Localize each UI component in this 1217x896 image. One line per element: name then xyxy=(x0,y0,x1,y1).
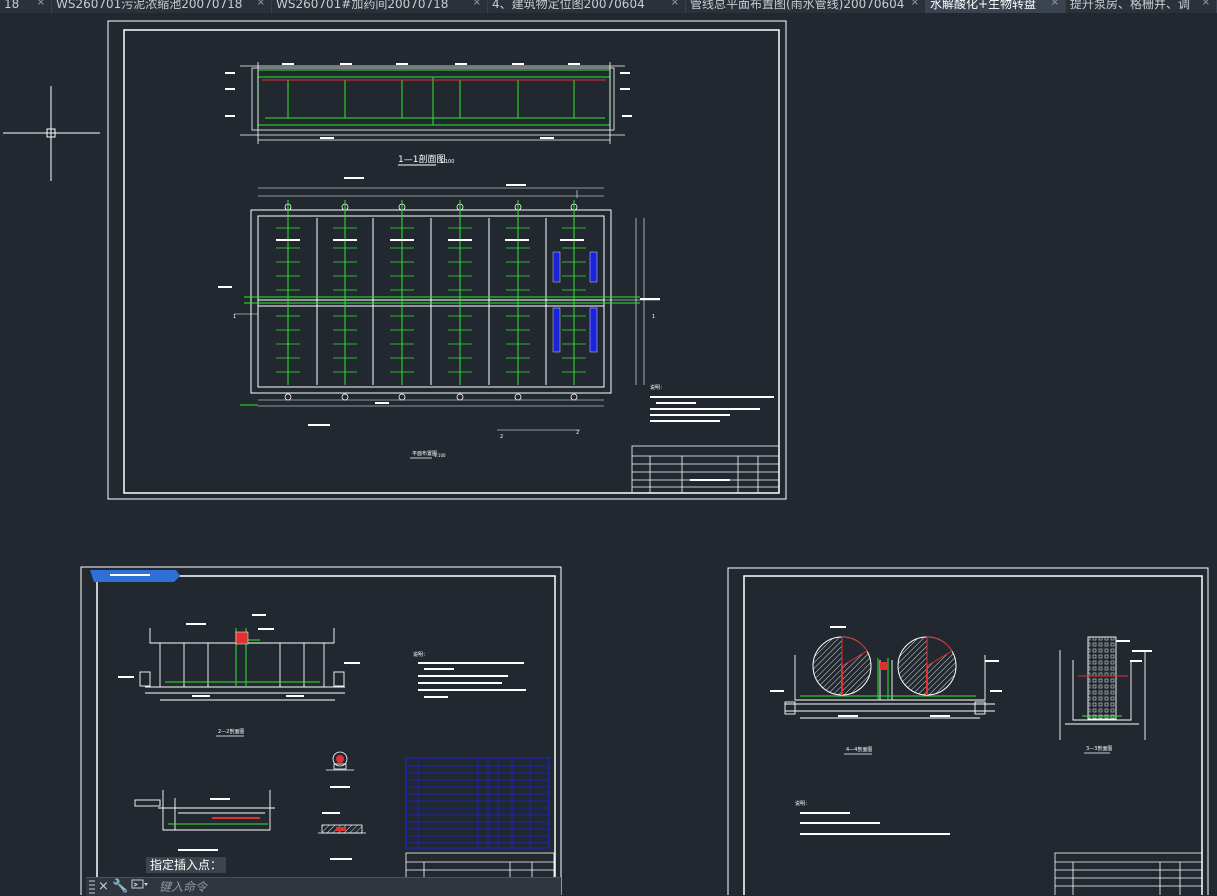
document-tab-label: WS260701污泥浓缩池20070718 xyxy=(56,0,243,11)
close-icon[interactable]: × xyxy=(256,0,265,8)
document-tab[interactable]: 水解酸化+生物转盘 × xyxy=(926,0,1066,13)
close-icon[interactable]: × xyxy=(472,0,481,8)
close-icon[interactable]: × xyxy=(910,0,919,8)
document-tab-label: WS260701#加药间20070718 xyxy=(276,0,449,11)
sheet3-notes-text xyxy=(800,812,950,835)
section-1-1 xyxy=(257,69,611,127)
section-2-2-title: 2—2剖面图 xyxy=(218,728,244,735)
wrench-icon[interactable]: 🔧 xyxy=(112,879,129,894)
section-2-2-labels xyxy=(118,614,360,697)
sheet1-notes-text xyxy=(650,396,774,422)
document-tab[interactable]: 4、建筑物定位图20070604 × xyxy=(488,0,686,13)
document-tab[interactable]: 提升泵房、格栅井、调 × xyxy=(1066,0,1217,13)
document-tab[interactable]: 管线总平面布置图(雨水管线)20070604 × xyxy=(686,0,926,13)
plan-outline xyxy=(250,209,612,394)
section-3-3 xyxy=(1059,636,1146,740)
section-4-4-labels xyxy=(770,626,1002,717)
drawing-sheet-3[interactable]: 4—4剖面图 3—3剖面图 说明： xyxy=(727,567,1209,895)
plan-labels xyxy=(218,177,660,426)
section-mark-bottom: 2 xyxy=(500,434,503,440)
sheet3-notes-title: 说明： xyxy=(795,800,810,807)
document-tab-bar: 18×WS260701污泥浓缩池20070718×WS260701#加药间200… xyxy=(0,0,1217,13)
detail-lower xyxy=(134,790,275,831)
close-icon[interactable]: × xyxy=(670,0,679,8)
plan-dimension-lines xyxy=(234,187,660,431)
plan-title: 平面布置图 xyxy=(412,450,437,457)
plan-aeration-pipes xyxy=(240,200,640,406)
document-tab-label: 提升泵房、格栅井、调 xyxy=(1070,0,1191,11)
section-mark-right: 1 xyxy=(652,314,655,320)
command-input[interactable] xyxy=(157,878,561,896)
close-icon[interactable]: × xyxy=(98,879,109,894)
section-1-1-dim-ticks xyxy=(225,63,632,139)
document-tab[interactable]: 18 × xyxy=(0,0,52,13)
detail-small-1 xyxy=(326,751,354,771)
drawing-sheet-2[interactable]: 2—2剖面图 说明： xyxy=(80,566,562,895)
close-icon[interactable]: × xyxy=(1050,0,1059,8)
close-icon[interactable]: × xyxy=(36,0,45,8)
plan-branch-pipes xyxy=(276,227,586,373)
sheet3-title-block xyxy=(1054,852,1203,895)
plan-rotating-discs xyxy=(552,251,598,353)
command-prompt-history: 指定插入点： xyxy=(146,857,227,873)
sheet1-title-block xyxy=(631,445,780,494)
plan-scale: 1:100 xyxy=(434,453,446,458)
document-tab[interactable]: WS260701#加药间20070718 × xyxy=(272,0,488,13)
command-line: × 🔧 xyxy=(86,877,561,896)
grip-handle-icon[interactable] xyxy=(89,880,95,894)
close-icon[interactable]: × xyxy=(1201,0,1210,8)
crosshair-cursor xyxy=(3,86,100,181)
drawing-sheet-1[interactable]: 1—1剖面图 1:100 xyxy=(107,20,787,500)
rotating-disc-drawing xyxy=(812,636,957,696)
section-1-1-pipes xyxy=(265,80,605,119)
document-tab-label: 管线总平面布置图(雨水管线)20070604 xyxy=(690,0,905,11)
document-tab-label: 18 xyxy=(4,0,20,11)
document-tab-label: 水解酸化+生物转盘 xyxy=(930,0,1037,11)
document-tab-label: 4、建筑物定位图20070604 xyxy=(492,0,645,11)
section-1-1-structure xyxy=(240,62,625,144)
section-3-3-title: 3—3剖面图 xyxy=(1086,745,1112,752)
section-mark-left: 1 xyxy=(233,314,236,320)
sheet1-notes-title: 说明： xyxy=(650,384,665,391)
cad-model-space[interactable]: 1—1剖面图 1:100 xyxy=(0,13,1217,895)
sheet2-notes-title: 说明： xyxy=(413,651,428,658)
sheet2-notes-text xyxy=(418,662,526,698)
material-table xyxy=(405,757,550,849)
section-1-1-scale: 1:100 xyxy=(440,159,454,165)
command-history-icon[interactable] xyxy=(129,878,151,896)
section-1-1-title: 1—1剖面图 xyxy=(398,153,445,165)
document-tab[interactable]: WS260701污泥浓缩池20070718 × xyxy=(52,0,272,13)
section-mark-bottom-right: 2 xyxy=(576,430,579,436)
section-4-4-title: 4—4剖面图 xyxy=(846,746,872,753)
